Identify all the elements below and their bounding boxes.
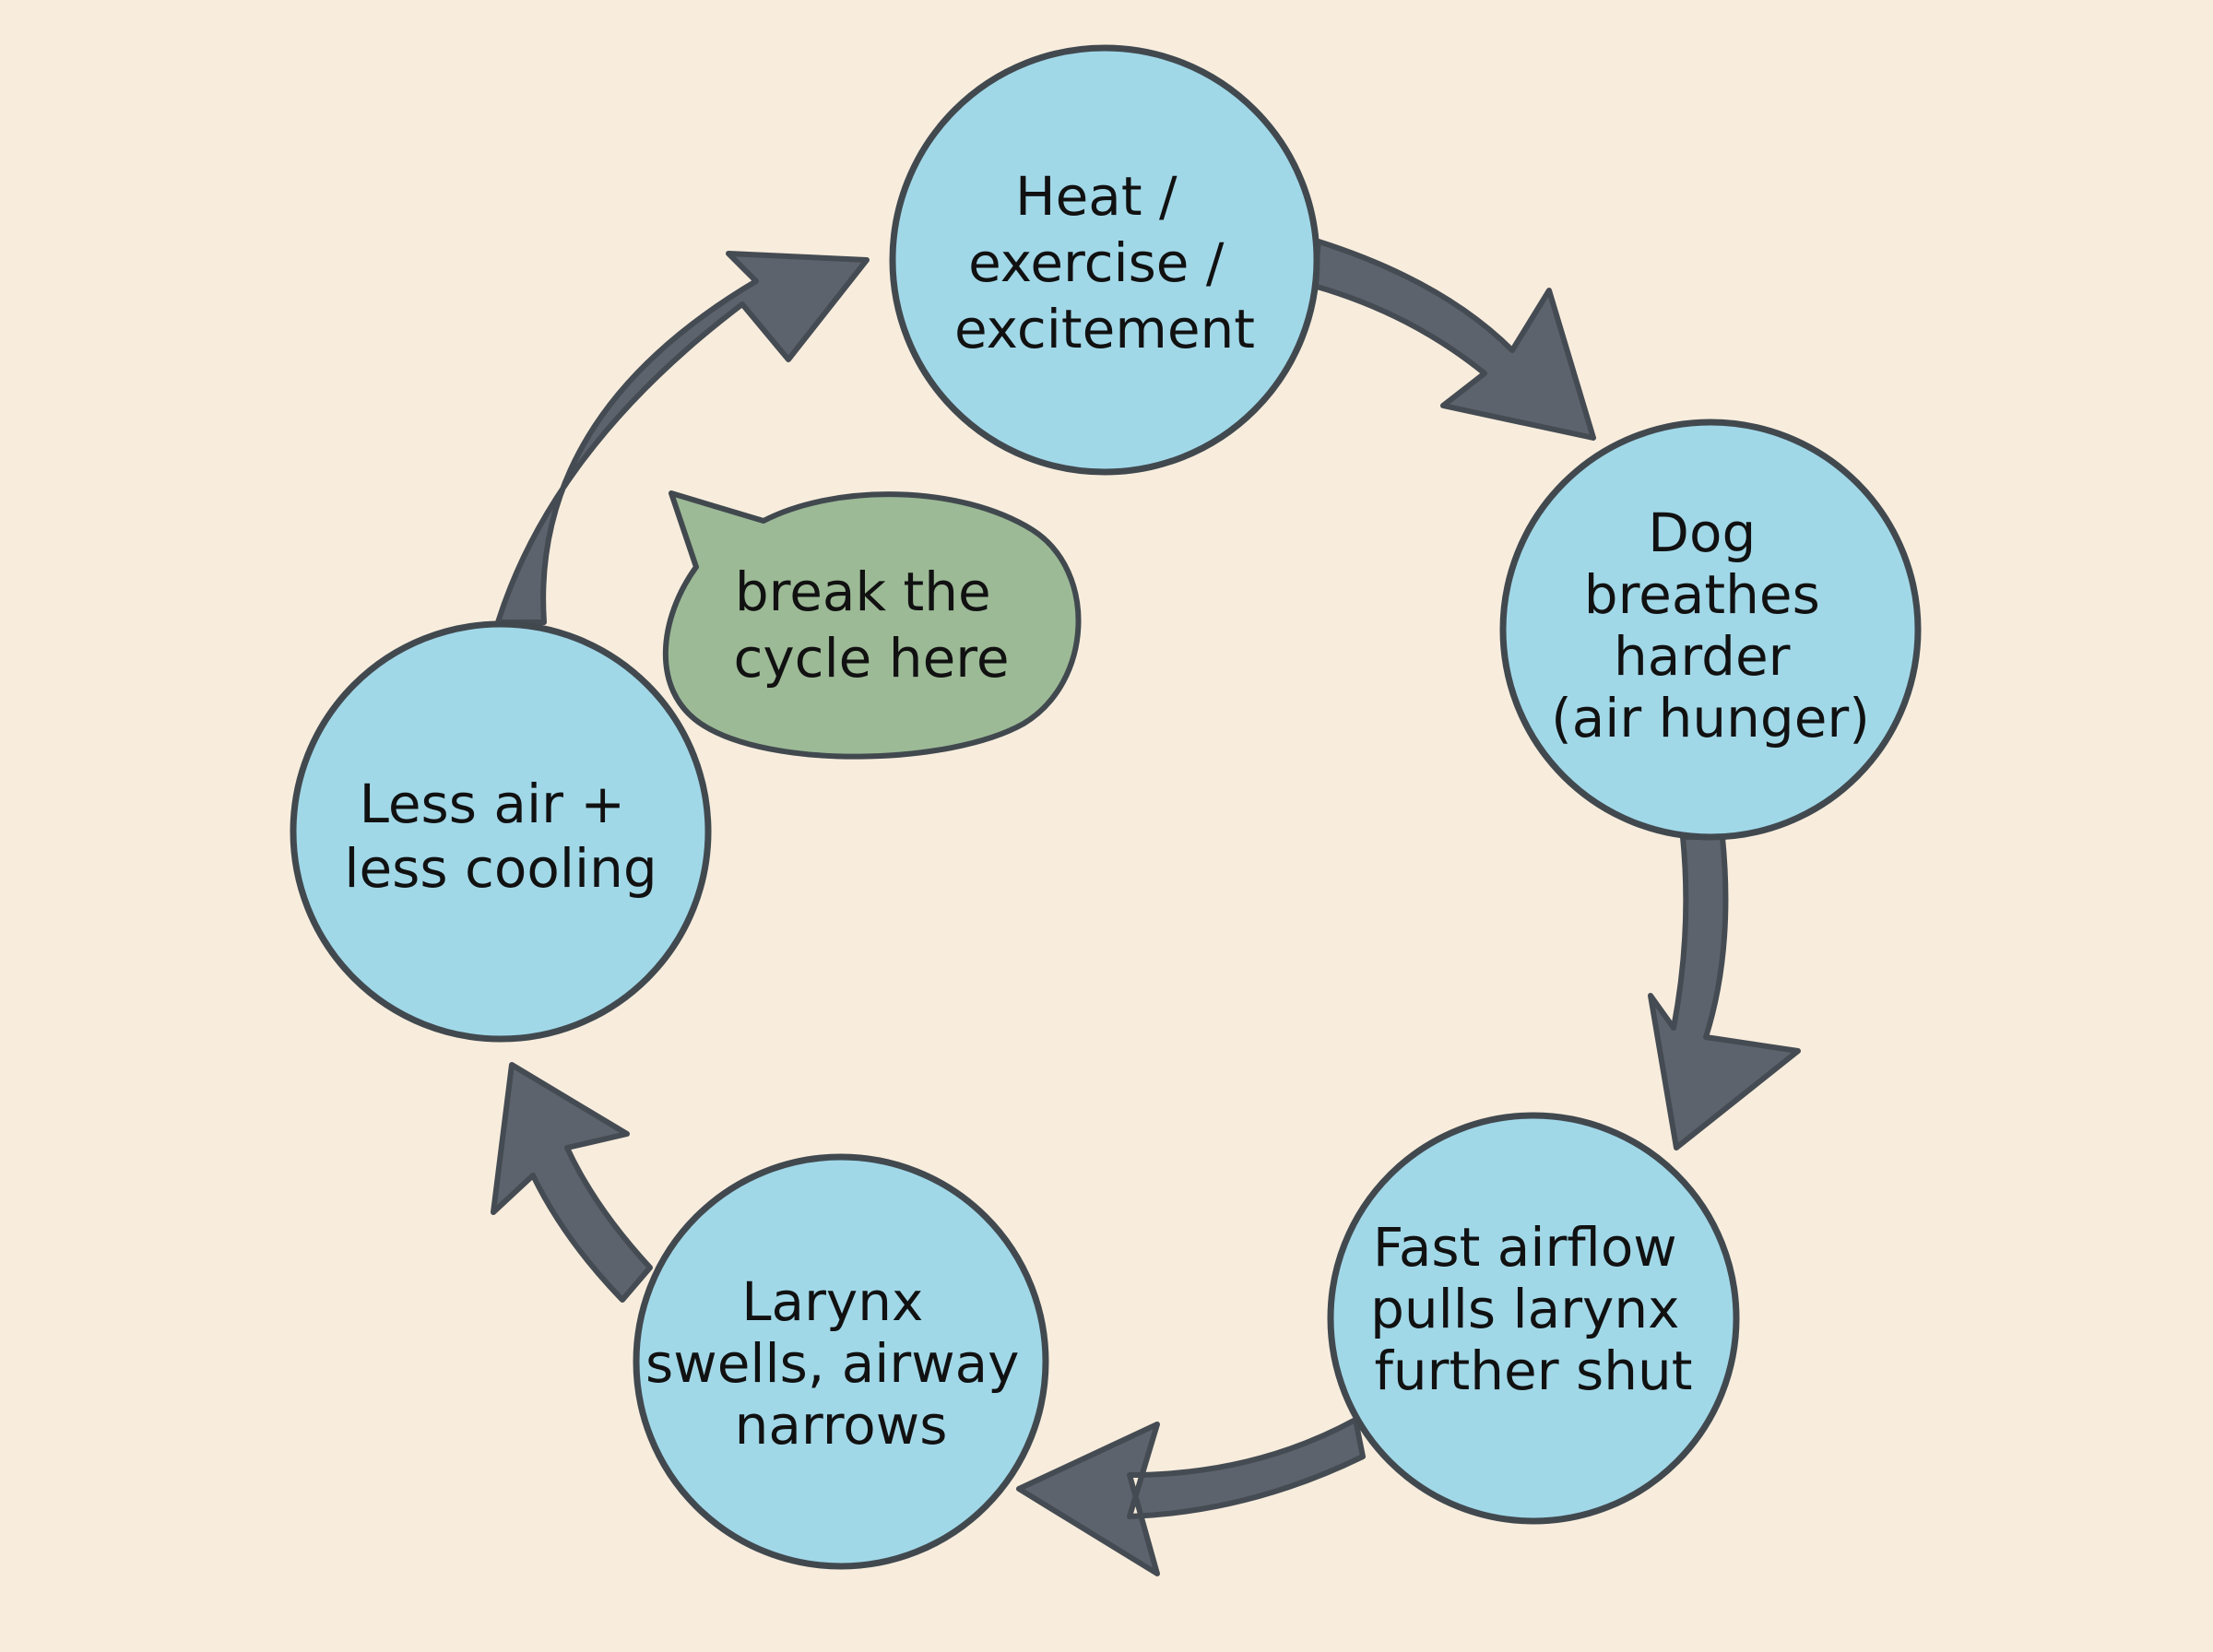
node-breathes-line-3: harder (1614, 625, 1791, 688)
node-airflow-line-2: pulls larynx (1370, 1278, 1679, 1340)
node-airflow-line-1: Fast airflow (1373, 1216, 1677, 1279)
node-breathes-text: Dog breathes harder (air hunger) (1551, 502, 1870, 749)
node-breathes-line-4: (air hunger) (1551, 687, 1870, 749)
node-breathes-line-2: breathes (1584, 563, 1820, 626)
node-heat-line-2: exercise / (968, 231, 1225, 294)
callout-text: break the cycle here (733, 560, 1009, 690)
node-breathes: Dog breathes harder (air hunger) (1499, 419, 1922, 841)
arrow-airflow-to-larynx (1016, 1417, 1366, 1576)
node-breathes-line-1: Dog (1648, 502, 1756, 564)
node-larynx-text: Larynx swells, airway narrows (645, 1270, 1036, 1457)
callout-line-1: break the (735, 560, 991, 623)
node-airflow: Fast airflow pulls larynx further shut (1327, 1112, 1740, 1525)
callout-line-2: cycle here (733, 627, 1009, 690)
node-larynx-line-3: narrows (735, 1394, 948, 1457)
callout-bubble: break the cycle here (662, 490, 1082, 760)
node-larynx-line-1: Larynx (741, 1270, 923, 1333)
node-larynx: Larynx swells, airway narrows (633, 1153, 1049, 1570)
node-heat-line-3: excitement (954, 298, 1255, 360)
node-less-air: Less air + less cooling (290, 620, 712, 1043)
arrow-larynx-to-less-air (491, 1062, 653, 1303)
arrow-breathes-to-airflow (1648, 834, 1801, 1150)
node-airflow-text: Fast airflow pulls larynx further shut (1370, 1216, 1697, 1402)
node-heat: Heat / exercise / excitement (889, 44, 1320, 476)
node-heat-line-1: Heat / (1015, 165, 1178, 228)
node-less-air-line-2: less cooling (344, 837, 657, 900)
node-less-air-text: Less air + less cooling (344, 773, 657, 900)
node-larynx-line-2: swells, airway (645, 1332, 1019, 1395)
arrow-heat-to-breathes (1311, 239, 1596, 441)
node-less-air-line-1: Less air + (360, 773, 625, 835)
node-heat-text: Heat / exercise / excitement (954, 165, 1255, 360)
arrow-less-air-to-heat (495, 251, 870, 625)
node-airflow-line-3: further shut (1375, 1339, 1693, 1402)
